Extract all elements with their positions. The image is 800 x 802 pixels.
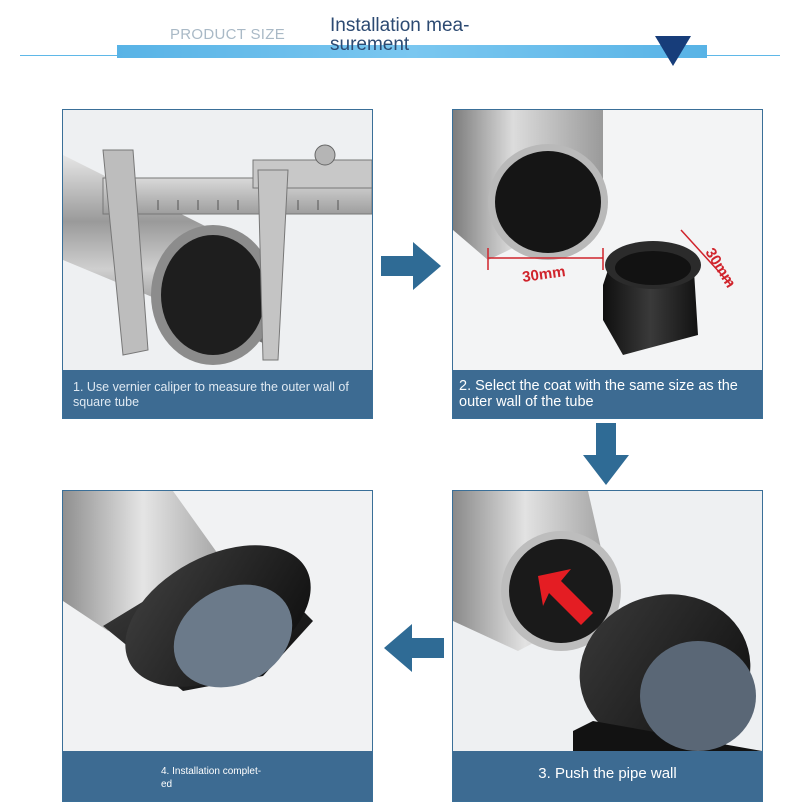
arrow-left-icon	[384, 622, 444, 674]
red-push-arrow-icon	[538, 569, 593, 625]
arrow-down-icon	[583, 423, 629, 485]
select-cap-image: 30mm 30mm	[453, 110, 762, 370]
step-2-panel: 30mm 30mm 2. Select the coat with the sa…	[452, 109, 763, 419]
header-accent-bar	[117, 45, 707, 58]
step-3-panel: 3. Push the pipe wall	[452, 490, 763, 802]
header-product-size: PRODUCT SIZE	[170, 26, 286, 43]
step-4-caption: 4. Installation complet- ed	[63, 751, 372, 801]
header-title: Installation mea- surement	[330, 15, 470, 55]
installation-complete-image	[63, 491, 372, 751]
step-3-caption: 3. Push the pipe wall	[453, 751, 762, 801]
header-marker-icon	[655, 36, 691, 66]
step-4-panel: 4. Installation complet- ed	[62, 490, 373, 802]
step-3-caption-text: 3. Push the pipe wall	[538, 765, 677, 782]
caliper-measure-image	[63, 110, 372, 370]
push-pipe-image	[453, 491, 762, 751]
step-2-caption: 2. Select the coat with the same size as…	[453, 370, 762, 418]
step-1-caption: 1. Use vernier caliper to measure the ou…	[63, 370, 372, 418]
step-2-caption-text: 2. Select the coat with the same size as…	[459, 378, 738, 410]
tube-dimension-label: 30mm	[521, 263, 566, 286]
step-4-caption-text: 4. Installation complet- ed	[161, 766, 262, 790]
step-1-panel: 1. Use vernier caliper to measure the ou…	[62, 109, 373, 419]
arrow-right-icon	[381, 240, 441, 292]
step-1-caption-text: 1. Use vernier caliper to measure the ou…	[73, 380, 349, 409]
